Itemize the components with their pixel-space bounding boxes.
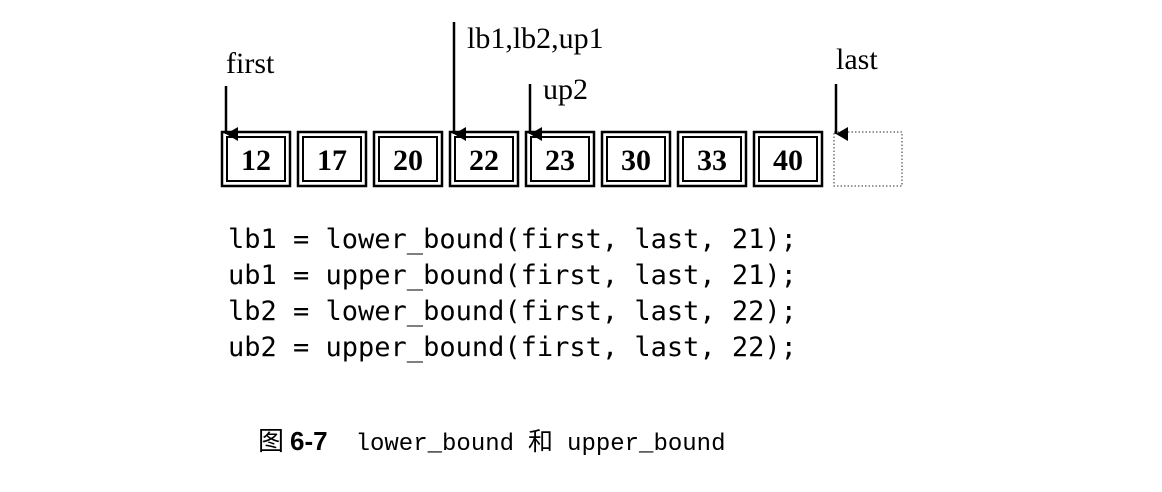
caption-function-upper-bound: upper_bound (567, 431, 726, 458)
pointer-last: last (834, 43, 878, 141)
array-cell: 30 (600, 130, 672, 188)
code-block: lb1 = lower_bound(first, last, 21); ub1 =… (228, 222, 797, 366)
pointer-first: first (224, 47, 275, 141)
array-cell-value: 33 (697, 144, 727, 177)
array-cells: 12 17 20 22 23 30 33 40 (220, 130, 903, 188)
array-cell: 12 (220, 130, 292, 188)
array-cell: 23 (524, 130, 596, 188)
array-cell-value: 30 (621, 144, 651, 177)
array-cell: 20 (372, 130, 444, 188)
pointer-lb1-lb2-up1: lb1,lb2,up1 (452, 22, 604, 141)
array-cell-value: 23 (545, 144, 575, 177)
code-line: ub2 = upper_bound(first, last, 22); (228, 332, 797, 363)
pointer-up2: up2 (528, 73, 588, 141)
pointer-label-last: last (836, 43, 878, 76)
code-line: lb2 = lower_bound(first, last, 22); (228, 296, 797, 327)
array-cell-value: 17 (317, 144, 347, 177)
caption-join: 和 (528, 427, 554, 456)
array-cell-value: 20 (393, 144, 423, 177)
caption-function-lower-bound: lower_bound (355, 431, 515, 458)
caption-prefix: 图 (258, 427, 285, 457)
array-cell: 17 (296, 130, 368, 188)
code-line: ub1 = upper_bound(first, last, 21); (228, 260, 797, 291)
array-cell: 40 (752, 130, 824, 188)
array-cell-value: 12 (241, 144, 271, 177)
caption-number: 6-7 (290, 426, 328, 456)
array-cell: 33 (676, 130, 748, 188)
code-line: lb1 = lower_bound(first, last, 21); (228, 224, 797, 255)
array-cell-value: 22 (469, 144, 499, 177)
array-cell: 22 (448, 130, 520, 188)
array-cell-end (833, 131, 903, 187)
pointer-label-up2: up2 (543, 73, 588, 106)
pointer-label-first: first (226, 47, 275, 80)
pointer-label-lb1-lb2-up1: lb1,lb2,up1 (467, 22, 604, 55)
array-cell-value: 40 (773, 144, 803, 177)
